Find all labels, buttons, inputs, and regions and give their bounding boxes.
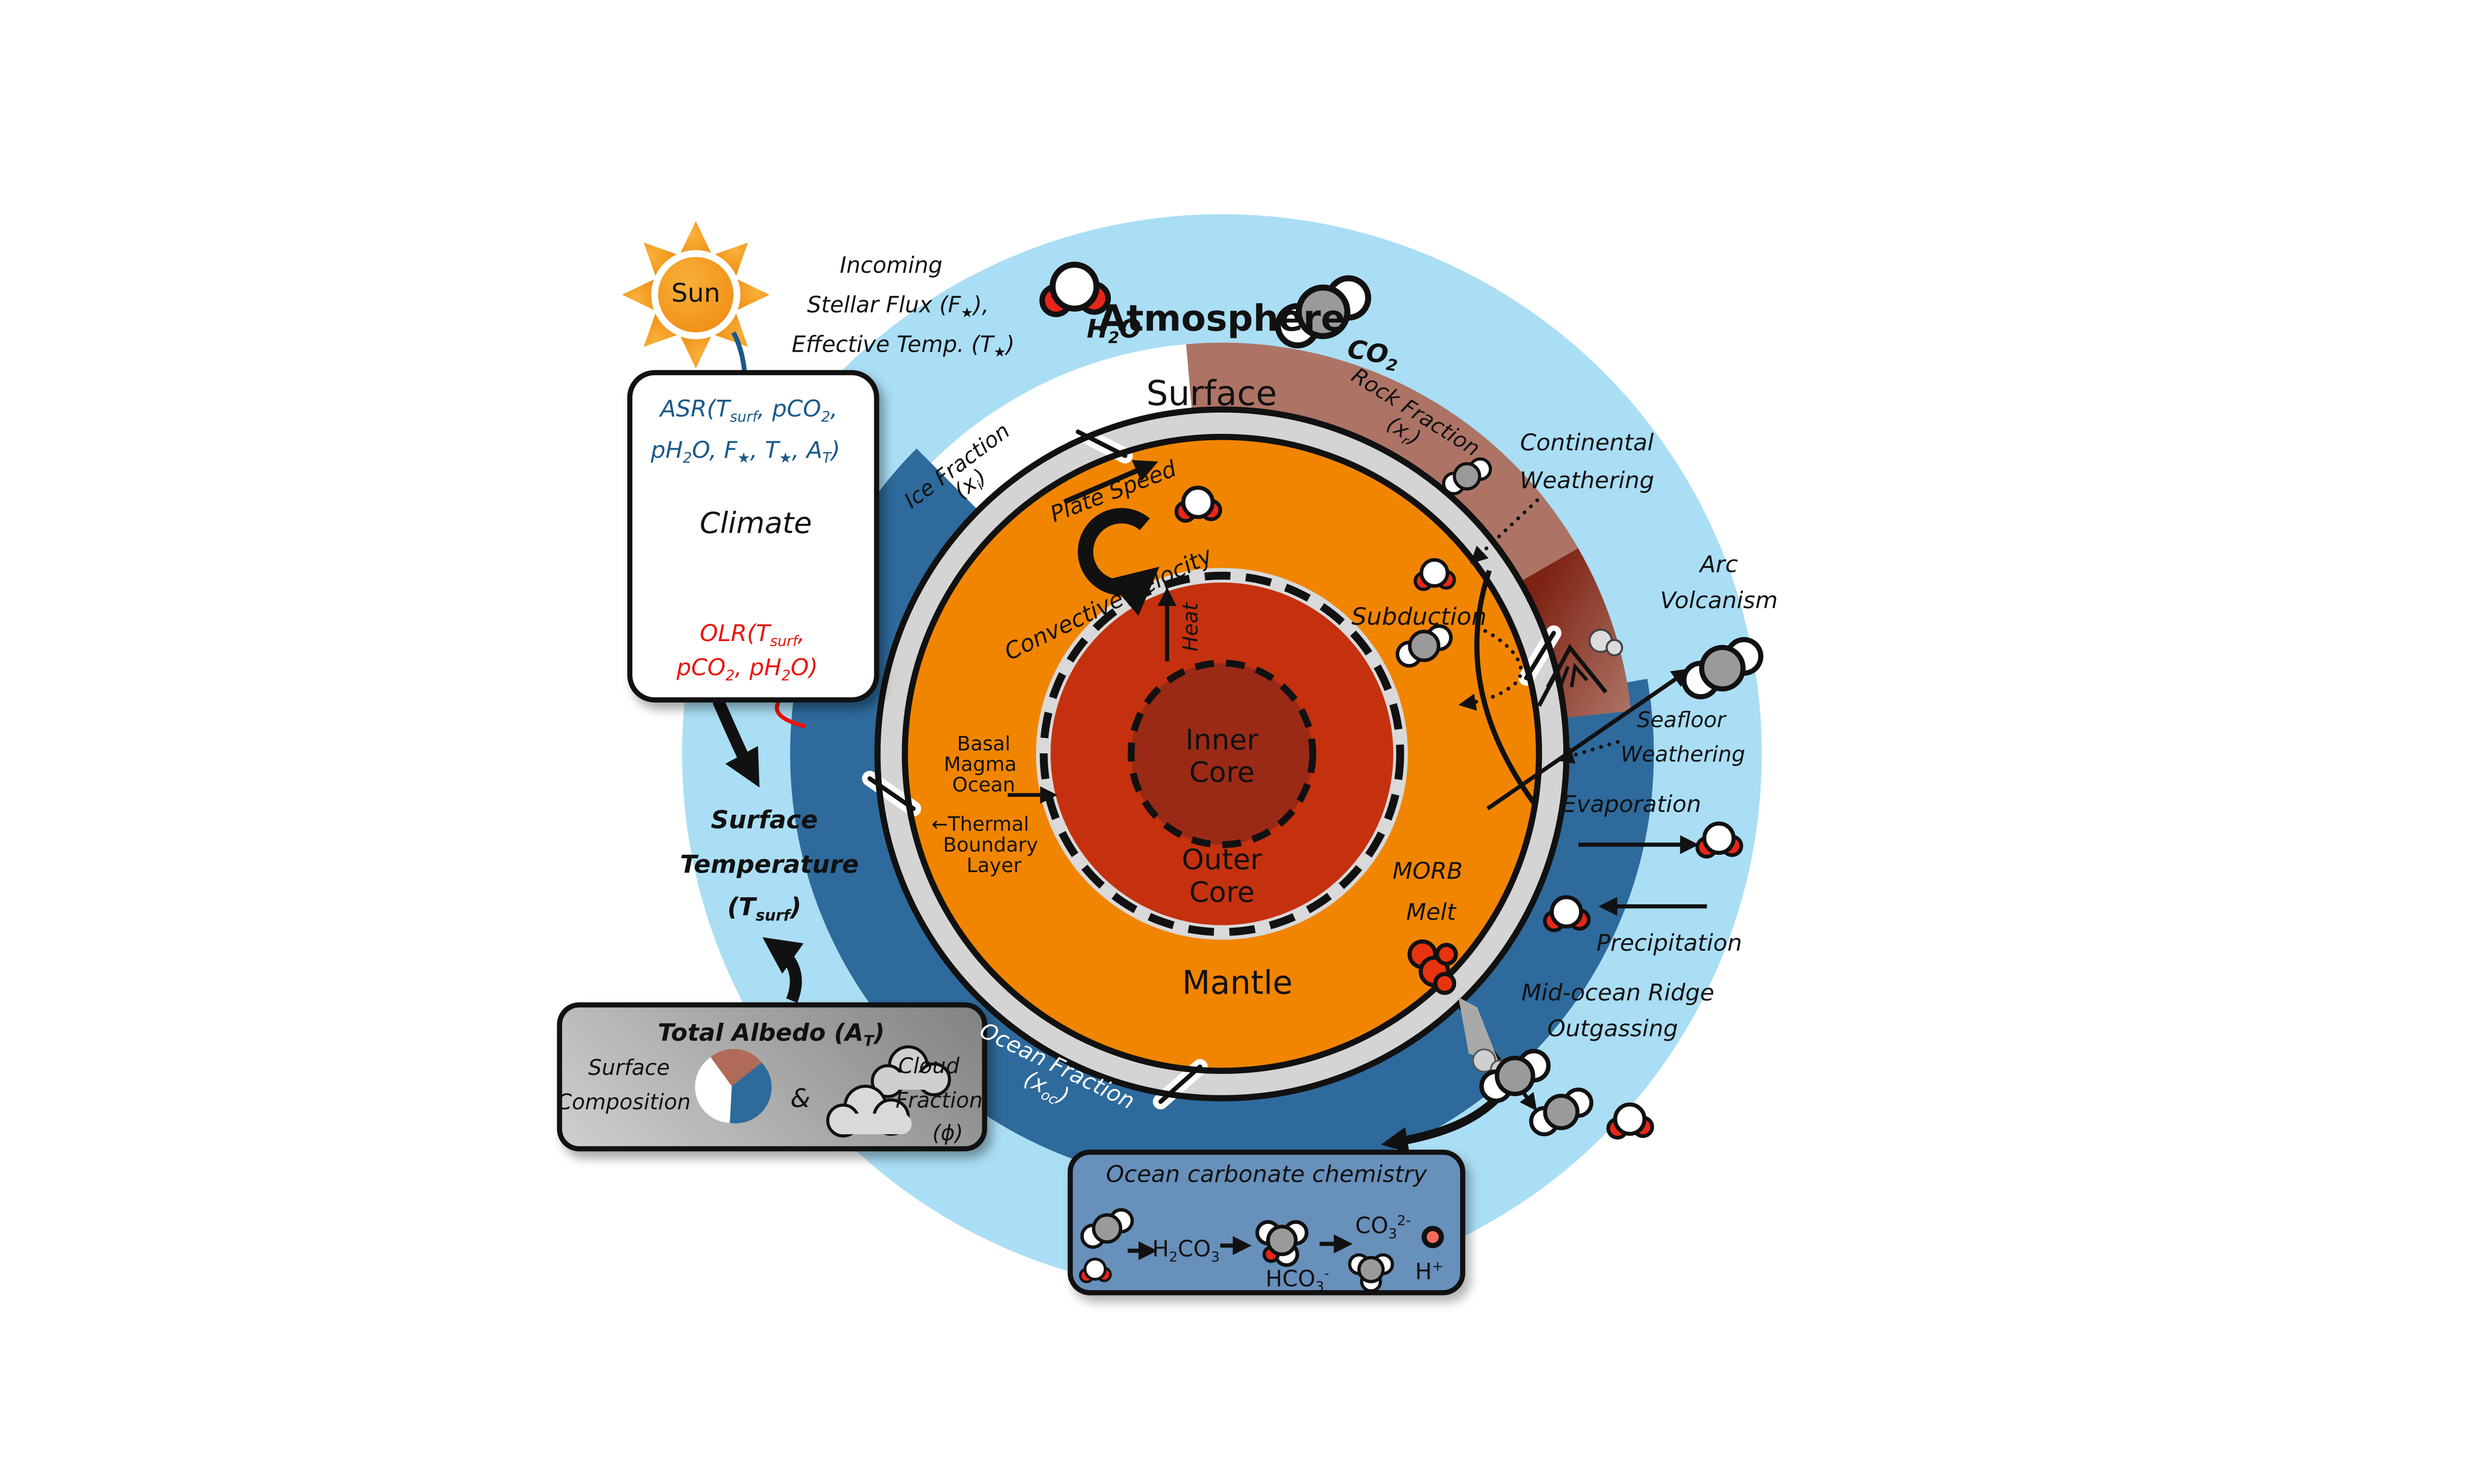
- surface-composition-line2: Composition: [557, 1088, 691, 1114]
- sun-label: Sun: [671, 278, 720, 309]
- morb-label-line1: MORB: [1392, 858, 1463, 886]
- heat-label: Heat: [1178, 603, 1203, 651]
- surface-composition-line1: Surface: [588, 1054, 670, 1080]
- ridge-outgassing-line2: Outgassing: [1547, 1016, 1678, 1044]
- co3-label: CO32-: [1355, 1213, 1411, 1242]
- surface-band-label: Surface: [1146, 372, 1277, 414]
- continental-weathering-line1: Continental: [1520, 430, 1654, 458]
- outer-core-label-line1: Outer: [1182, 843, 1262, 877]
- cloud-fraction-line3: (ϕ): [932, 1119, 963, 1146]
- mantle-label: Mantle: [1182, 965, 1293, 1003]
- thermal-boundary-line3: Layer: [966, 853, 1022, 878]
- cloud-fraction-line2: Fraction: [896, 1087, 983, 1113]
- inner-core-label-line1: Inner: [1185, 723, 1259, 756]
- ridge-outgassing-line1: Mid-ocean Ridge: [1521, 979, 1714, 1008]
- incoming-label-line1: Incoming: [840, 254, 943, 280]
- incoming-label-line2: Stellar Flux (F★),: [807, 293, 989, 321]
- crust-ring: [880, 412, 1564, 1096]
- olr-formula-line1: OLR(Tsurf,: [700, 620, 805, 649]
- continental-weathering-line2: Weathering: [1520, 467, 1655, 495]
- subduction-dotted-arrow: [1458, 625, 1523, 711]
- surface-temp-line2: Temperature: [680, 852, 859, 880]
- basal-magma-line2: Magma: [944, 752, 1017, 776]
- incoming-label-line3: Effective Temp. (T★): [791, 333, 1015, 360]
- plate-speed-arrow: [1063, 460, 1158, 505]
- arc-volcanism-line1: Arc: [1700, 551, 1738, 579]
- climate-label: Climate: [700, 507, 812, 542]
- h2o-label: H2O: [1087, 313, 1142, 348]
- morb-melt-icon: [1407, 939, 1458, 995]
- inner-core-boundary-dashed: [1128, 659, 1317, 848]
- ice-fraction-band: [931, 344, 1192, 510]
- thermal-boundary-line1: ←Thermal: [931, 812, 1029, 836]
- olr-formula-line2: pCO2, pH2O): [676, 654, 818, 684]
- surface-temp-line1: Surface: [711, 807, 818, 835]
- inner-core-label-line2: Core: [1189, 756, 1255, 789]
- subduction-label: Subduction: [1351, 604, 1487, 632]
- mantle-outer-edge: [902, 433, 1542, 1074]
- core-boundary-dashed: [1040, 571, 1404, 936]
- h2co3-label: H2CO3: [1152, 1237, 1220, 1265]
- cloud-fraction-line1: Cloud: [898, 1053, 960, 1079]
- surface-temp-line3: (Tsurf): [727, 894, 802, 926]
- arc-volcanism-line2: Volcanism: [1660, 587, 1778, 615]
- asr-formula-line2: pH2O, F★, T★, AT): [651, 437, 841, 466]
- carbonate-title: Ocean carbonate chemistry: [1106, 1161, 1427, 1189]
- seafloor-weathering-line1: Seafloor: [1637, 706, 1726, 733]
- ampersand-label: &: [790, 1083, 810, 1114]
- subducting-slab: [1474, 569, 1538, 807]
- albedo-to-tsurf-arrow: [762, 937, 804, 1003]
- hplus-label: H+: [1415, 1258, 1444, 1286]
- outer-core-label-line2: Core: [1189, 876, 1255, 909]
- thermal-boundary-line2: Boundary: [943, 833, 1038, 857]
- atmosphere-label: Atmosphere: [1098, 298, 1345, 339]
- basal-magma-line1: Basal: [957, 731, 1011, 756]
- basal-magma-line3: Ocean: [952, 772, 1015, 797]
- morb-label-line2: Melt: [1406, 899, 1456, 927]
- arc-volcanism-arrow: [1486, 668, 1691, 811]
- climate-to-tsurf-arrow: [713, 698, 760, 788]
- total-albedo-title: Total Albedo (AT): [658, 1020, 885, 1051]
- convection-curl-arrow: [1078, 508, 1160, 616]
- climate-model-box: [627, 370, 879, 703]
- seafloor-weathering-line2: Weathering: [1620, 741, 1746, 767]
- evaporation-label: Evaporation: [1562, 791, 1702, 819]
- seafloor-weathering-dotted-arrow: [1556, 740, 1620, 764]
- asr-formula-line1: ASR(Tsurf, pCO2,: [660, 396, 838, 425]
- hco3-label: HCO3-: [1265, 1266, 1330, 1295]
- arc-volcano-icon: [1537, 628, 1623, 707]
- precipitation-label: Precipitation: [1596, 930, 1742, 958]
- volcano-flank: [1520, 548, 1631, 718]
- inner-core: [1131, 663, 1313, 845]
- continental-weathering-dotted-arrow: [1470, 498, 1539, 564]
